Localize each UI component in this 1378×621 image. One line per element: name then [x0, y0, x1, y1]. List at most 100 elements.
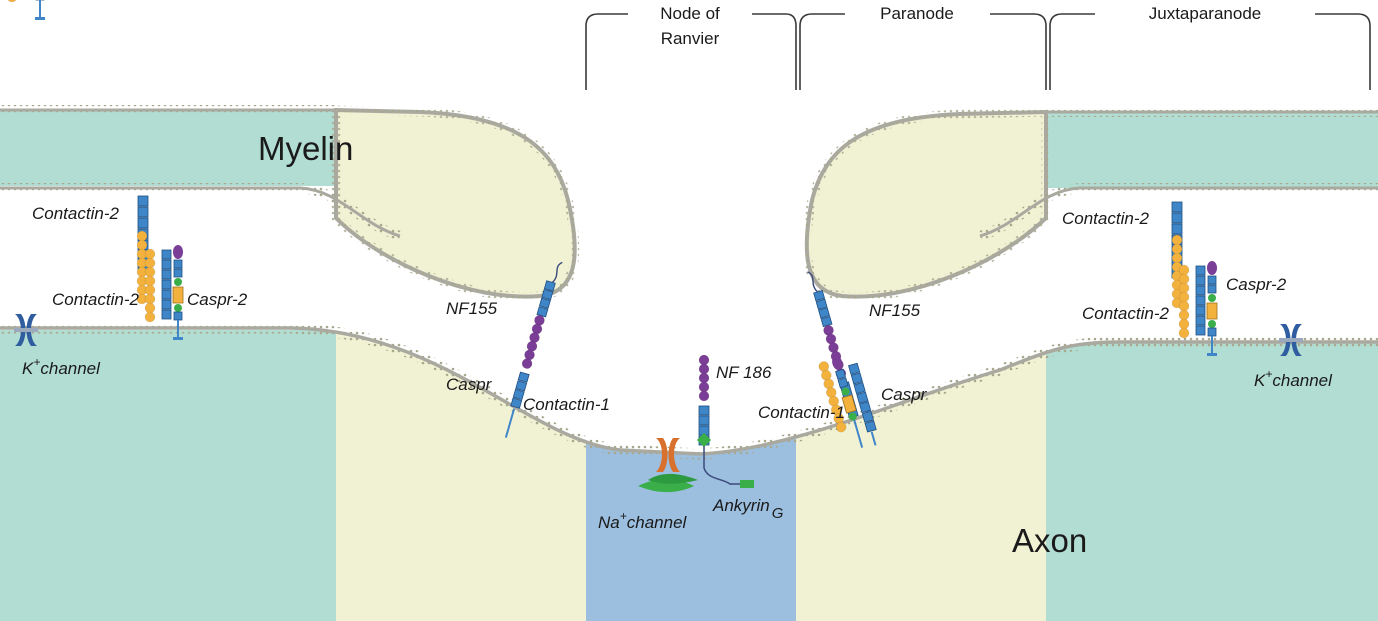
axon-regions: [0, 320, 1378, 621]
label-contactin1-right: Contactin-1: [758, 403, 845, 422]
blue-domain: [161, 269, 172, 280]
bead-domain: [1178, 318, 1190, 330]
blue-domain: [853, 381, 866, 395]
blue-domain: [517, 371, 530, 383]
bead-domain: [521, 358, 533, 369]
blue-domain: [161, 259, 172, 270]
channel-subunit: [26, 314, 37, 346]
bead-domain: [144, 248, 156, 260]
blue-domain: [1207, 284, 1217, 294]
bead-domain: [144, 257, 156, 269]
myelin-juxta-right: [1046, 112, 1378, 188]
bead-domain: [144, 275, 156, 287]
label-contactin2-bottom-left: Contactin-2: [52, 290, 139, 309]
myelin-loop-left: [334, 107, 577, 299]
label-node-line1: Node of: [660, 4, 720, 23]
label-contactin2-bottom-right: Contactin-2: [1082, 304, 1169, 323]
blue-domain: [1195, 315, 1206, 326]
bead-domain: [1171, 252, 1183, 264]
bead-domain: [698, 354, 710, 366]
bead-domain: [144, 266, 156, 278]
caspr-green: [174, 304, 182, 312]
caspr-green: [1208, 320, 1216, 328]
blue-domain: [161, 279, 172, 290]
label-nf186: NF 186: [716, 363, 772, 382]
blue-domain: [1207, 327, 1217, 337]
channel-subunit: [15, 314, 26, 346]
bead-domain: [1171, 243, 1183, 255]
blue-domain: [848, 362, 861, 375]
blue-domain: [864, 420, 877, 433]
blue-domain: [515, 380, 528, 392]
label-caspr-right: Caspr: [881, 385, 928, 404]
bead-domain: [1178, 291, 1190, 303]
blue-domain: [1195, 325, 1206, 336]
bead-domain: [1178, 273, 1190, 285]
bead-domain: [144, 302, 156, 314]
blue-domain: [1171, 212, 1183, 224]
caspr2-complex-left: [144, 245, 184, 340]
label-juxtaparanode: Juxtaparanode: [1149, 4, 1261, 23]
blue-domain: [173, 259, 183, 269]
bead-domain: [1178, 327, 1190, 339]
k-channel-right: [1279, 324, 1303, 356]
bead-domain: [1178, 309, 1190, 321]
bead-domain: [698, 363, 710, 375]
bead-domain: [1178, 282, 1190, 294]
bead-domain: [698, 381, 710, 393]
blue-domain: [543, 280, 556, 292]
label-caspr2-right: Caspr-2: [1226, 275, 1287, 294]
bead-domain: [144, 311, 156, 323]
caspr-green: [1208, 294, 1216, 302]
blue-domain: [837, 377, 849, 389]
blue-domain: [512, 388, 525, 401]
nf155-complex-left: [504, 261, 563, 438]
blue-domain: [541, 288, 554, 301]
label-nf155-left: NF155: [446, 299, 498, 318]
nf186-node: [696, 354, 754, 488]
bracket-juxtaparanode: [1049, 13, 1371, 90]
bead-domain: [1178, 300, 1190, 312]
channel-core: [1279, 338, 1303, 342]
blue-domain: [820, 315, 833, 328]
nf155-stem: [504, 408, 516, 438]
blue-domain: [835, 368, 847, 380]
blue-domain: [813, 290, 826, 302]
blue-domain: [850, 372, 863, 385]
caspr-orange: [172, 286, 184, 304]
blue-domain: [137, 217, 149, 229]
protein-glyphs: [7, 0, 1303, 493]
label-axon: Axon: [1012, 522, 1087, 559]
blue-domain: [510, 397, 523, 409]
label-nf155-right: NF155: [869, 301, 921, 320]
bead-domain: [144, 284, 156, 296]
caspr-anchor: [35, 17, 45, 20]
nf155-stem: [852, 418, 864, 448]
myelin-sheath: [0, 105, 1378, 302]
nf186-stem: [703, 446, 742, 485]
label-contactin1-left: Contactin-1: [523, 395, 610, 414]
channel-subunit: [656, 438, 668, 472]
label-contactin2-top-right: Contactin-2: [1062, 209, 1149, 228]
channel-subunit: [668, 438, 680, 472]
bead-domain: [1171, 234, 1183, 246]
blue-domain: [815, 298, 828, 310]
blue-domain: [1171, 201, 1183, 213]
blue-domain: [1171, 223, 1183, 235]
bead-domain: [1178, 264, 1190, 276]
contactin2-caspr2-left: [136, 195, 149, 305]
blue-domain: [818, 307, 830, 319]
nf155-tail: [807, 271, 819, 293]
caspr-orange: [841, 394, 857, 414]
blue-domain: [1195, 265, 1206, 276]
channel-subunit: [1291, 324, 1302, 356]
bead-domain: [136, 230, 148, 242]
bead-domain: [136, 239, 148, 251]
bracket-node: [585, 13, 797, 90]
caspr-anchor: [1207, 353, 1217, 356]
contactin2-caspr2-right: [1171, 201, 1183, 309]
label-k-channel-right: K+channel: [1254, 367, 1333, 390]
label-k-channel-left: K+channel: [22, 355, 101, 378]
nf155-tail: [551, 261, 563, 283]
